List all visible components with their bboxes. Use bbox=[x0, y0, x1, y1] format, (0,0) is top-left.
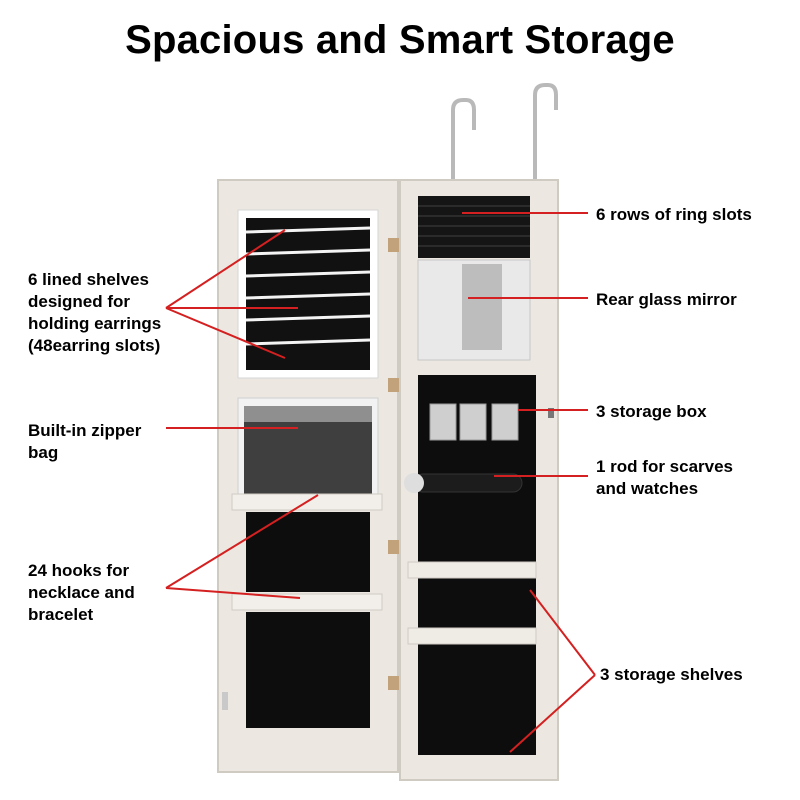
label-storage-box: 3 storage box bbox=[596, 402, 707, 421]
earring-shelf-bars bbox=[245, 226, 371, 346]
door-hinges bbox=[388, 238, 400, 690]
label-ring-slots: 6 rows of ring slots bbox=[596, 205, 752, 224]
label-rod: 1 rod for scarves and watches bbox=[596, 457, 734, 498]
label-hooks: 24 hooks for necklace and bracelet bbox=[28, 561, 135, 624]
over-door-hooks bbox=[451, 83, 558, 185]
left-door bbox=[217, 179, 399, 773]
label-storage-shelves: 3 storage shelves bbox=[600, 665, 743, 684]
page-title: Spacious and Smart Storage bbox=[125, 18, 675, 62]
storage-boxes bbox=[429, 403, 519, 441]
label-rear-mirror: Rear glass mirror bbox=[596, 290, 737, 309]
callout-lines bbox=[165, 212, 596, 753]
label-earring-shelves: 6 lined shelves designed for holding ear… bbox=[28, 270, 162, 355]
storage-shelf-boards bbox=[407, 561, 537, 645]
label-zipper-bag: Built-in zipper bag bbox=[28, 421, 142, 462]
cabinet-body bbox=[399, 179, 559, 781]
